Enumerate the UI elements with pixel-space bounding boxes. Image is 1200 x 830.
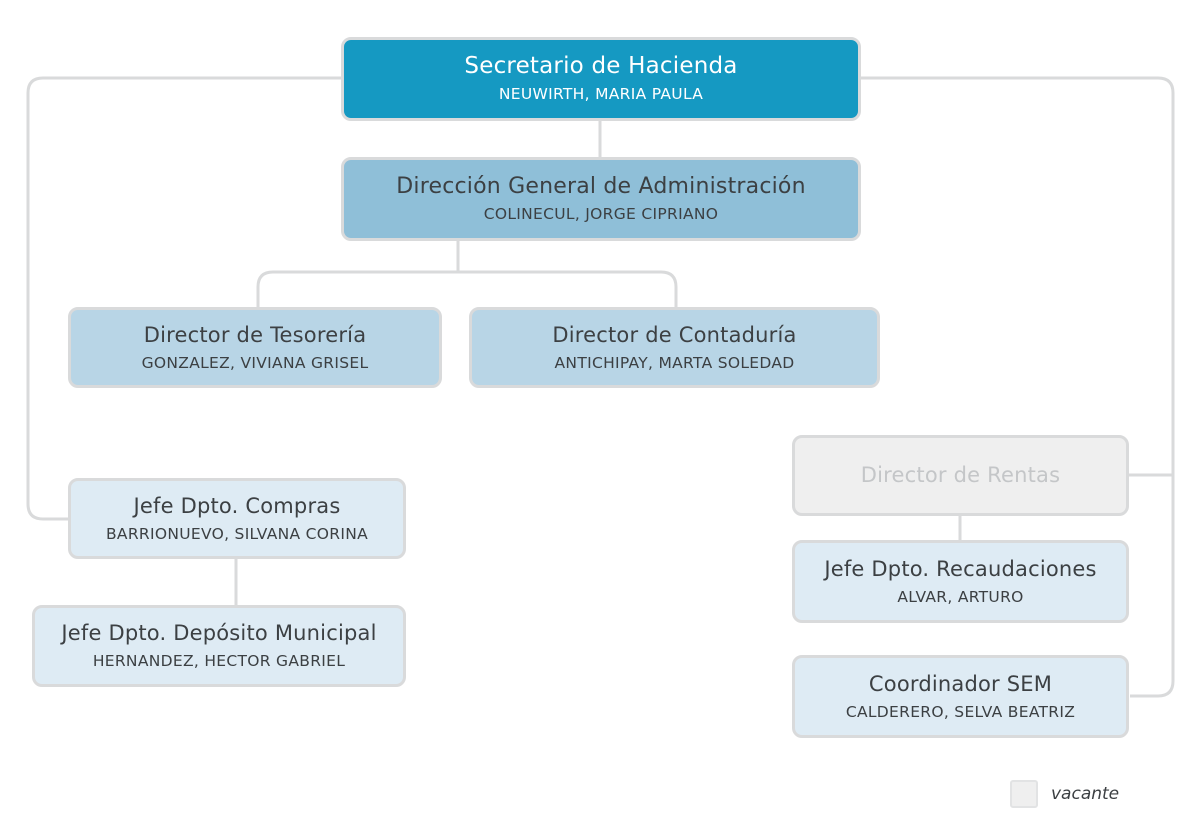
node-person-name: COLINECUL, JORGE CIPRIANO — [483, 205, 719, 223]
node-jefe-deposito-municipal[interactable]: Jefe Dpto. Depósito Municipal HERNANDEZ,… — [32, 605, 406, 687]
connector-secretario-rentas-sem — [860, 76, 1175, 698]
connector-secretario-compras — [26, 76, 342, 521]
node-direccion-general-administracion[interactable]: Dirección General de Administración COLI… — [341, 157, 861, 241]
node-director-tesoreria[interactable]: Director de Tesorería GONZALEZ, VIVIANA … — [68, 307, 442, 388]
node-director-contaduria[interactable]: Director de Contaduría ANTICHIPAY, MARTA… — [469, 307, 880, 388]
node-person-name: NEUWIRTH, MARIA PAULA — [498, 85, 704, 103]
node-title: Dirección General de Administración — [396, 174, 806, 199]
node-title: Jefe Dpto. Compras — [133, 493, 341, 518]
legend-vacant-swatch — [1010, 780, 1038, 808]
node-title: Coordinador SEM — [868, 671, 1053, 696]
node-person-name: CALDERERO, SELVA BEATRIZ — [845, 702, 1076, 721]
node-person-name: GONZALEZ, VIVIANA GRISEL — [141, 353, 369, 372]
node-coordinador-sem[interactable]: Coordinador SEM CALDERERO, SELVA BEATRIZ — [792, 655, 1129, 738]
node-person-name: BARRIONUEVO, SILVANA CORINA — [105, 524, 368, 543]
node-person-name: ALVAR, ARTURO — [897, 587, 1024, 606]
node-title: Secretario de Hacienda — [464, 53, 738, 79]
connector-direccion-directors — [256, 240, 678, 308]
legend-vacant-label: vacante — [1051, 784, 1120, 804]
node-secretario-hacienda[interactable]: Secretario de Hacienda NEUWIRTH, MARIA P… — [341, 37, 861, 121]
node-person-name: ANTICHIPAY, MARTA SOLEDAD — [554, 353, 795, 372]
node-title: Jefe Dpto. Recaudaciones — [824, 556, 1097, 581]
node-title: Jefe Dpto. Depósito Municipal — [61, 621, 377, 645]
node-jefe-recaudaciones[interactable]: Jefe Dpto. Recaudaciones ALVAR, ARTURO — [792, 540, 1129, 623]
node-title: Director de Tesorería — [143, 322, 367, 347]
node-title: Director de Contaduría — [552, 322, 797, 347]
node-jefe-compras[interactable]: Jefe Dpto. Compras BARRIONUEVO, SILVANA … — [68, 478, 406, 559]
legend: vacante — [1010, 780, 1119, 808]
node-title: Director de Rentas — [860, 463, 1061, 487]
node-person-name: HERNANDEZ, HECTOR GABRIEL — [92, 652, 346, 670]
node-director-rentas-vacant[interactable]: Director de Rentas — [792, 435, 1129, 516]
